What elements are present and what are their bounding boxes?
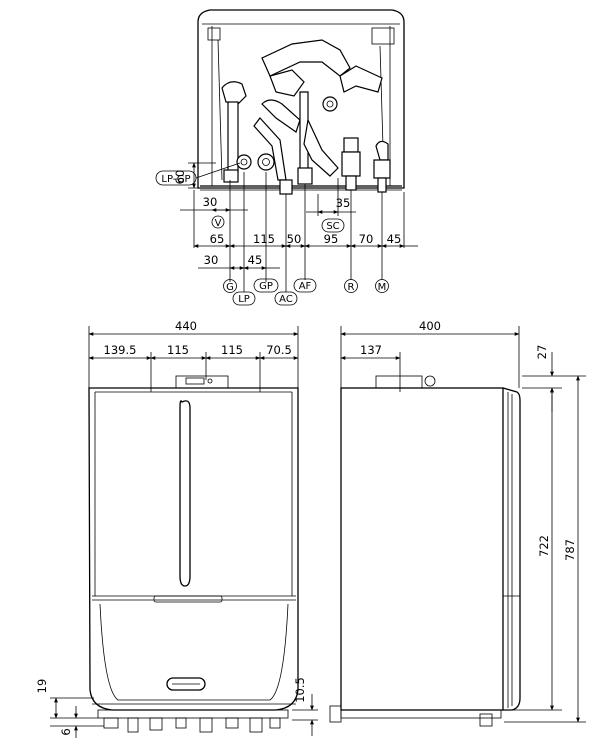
dim-6: 6 <box>59 728 73 735</box>
front-left-dims: 19 6 <box>35 679 104 738</box>
dim-400: 400 <box>419 319 441 333</box>
dim-115-front-b: 115 <box>221 343 243 357</box>
marker-v-circle <box>211 215 225 229</box>
dim-722: 722 <box>537 535 551 557</box>
top-view-pipes <box>221 39 391 195</box>
dim-30-row1: 30 <box>203 195 218 209</box>
side-boiler-body <box>329 375 521 727</box>
lpgp-side-dimension: LP-GP 60 <box>155 162 241 189</box>
dim-19: 19 <box>35 679 49 694</box>
dim-45-row3: 45 <box>248 253 263 267</box>
marker-v: V <box>215 218 222 229</box>
marker-g: G <box>226 282 234 293</box>
marker-m-circle <box>375 279 389 293</box>
marker-ac-box <box>274 291 298 306</box>
front-bottom-fittings <box>97 709 289 733</box>
dim-787: 787 <box>563 539 577 561</box>
marker-af: AF <box>299 281 312 292</box>
dim-115-row2: 115 <box>253 232 275 246</box>
marker-gp-box <box>253 278 279 293</box>
marker-r-circle <box>344 279 358 293</box>
front-right-dims: 10.5 <box>292 677 318 736</box>
marker-m: M <box>378 282 387 293</box>
dim-70: 70 <box>359 232 374 246</box>
connection-markers: G LP GP AC AF R M <box>223 278 389 306</box>
dim-139-5: 139.5 <box>104 343 137 357</box>
marker-g-circle <box>223 279 237 293</box>
side-right-dims: 27 722 787 <box>504 345 586 723</box>
top-view-casing <box>197 9 405 191</box>
marker-ac: AC <box>279 294 293 305</box>
marker-sc: SC <box>326 221 339 232</box>
dim-65: 65 <box>210 232 225 246</box>
dim-70-5: 70.5 <box>266 343 292 357</box>
marker-r: R <box>348 282 355 293</box>
dim-30-row3: 30 <box>204 253 219 267</box>
dim-95: 95 <box>324 232 339 246</box>
dim-row-2: 65 115 50 95 70 45 <box>193 232 418 248</box>
dim-115-front-a: 115 <box>167 343 189 357</box>
marker-af-box <box>293 278 317 293</box>
marker-lp-box <box>232 291 256 306</box>
dim-row-1: 30 35 V SC <box>180 195 356 233</box>
dim-10-5: 10.5 <box>293 677 307 703</box>
dim-45-row2: 45 <box>387 232 402 246</box>
dim-row-3: 30 45 <box>198 253 280 270</box>
dim-440: 440 <box>175 319 197 333</box>
side-view: 400 137 27 722 <box>329 319 586 727</box>
top-view: LP-GP 60 30 35 <box>155 9 418 306</box>
dim-27: 27 <box>535 345 549 360</box>
marker-gp: GP <box>259 281 273 292</box>
marker-sc-box <box>321 218 345 233</box>
front-boiler-body <box>88 375 299 711</box>
front-view: 440 139.5 115 115 70.5 <box>35 319 318 738</box>
dim-50: 50 <box>287 232 302 246</box>
dim-137: 137 <box>360 343 382 357</box>
label-lpgp: LP-GP <box>161 174 190 185</box>
dim-35: 35 <box>336 196 351 210</box>
dim-60: 60 <box>173 170 187 185</box>
marker-lp: LP <box>238 294 250 305</box>
